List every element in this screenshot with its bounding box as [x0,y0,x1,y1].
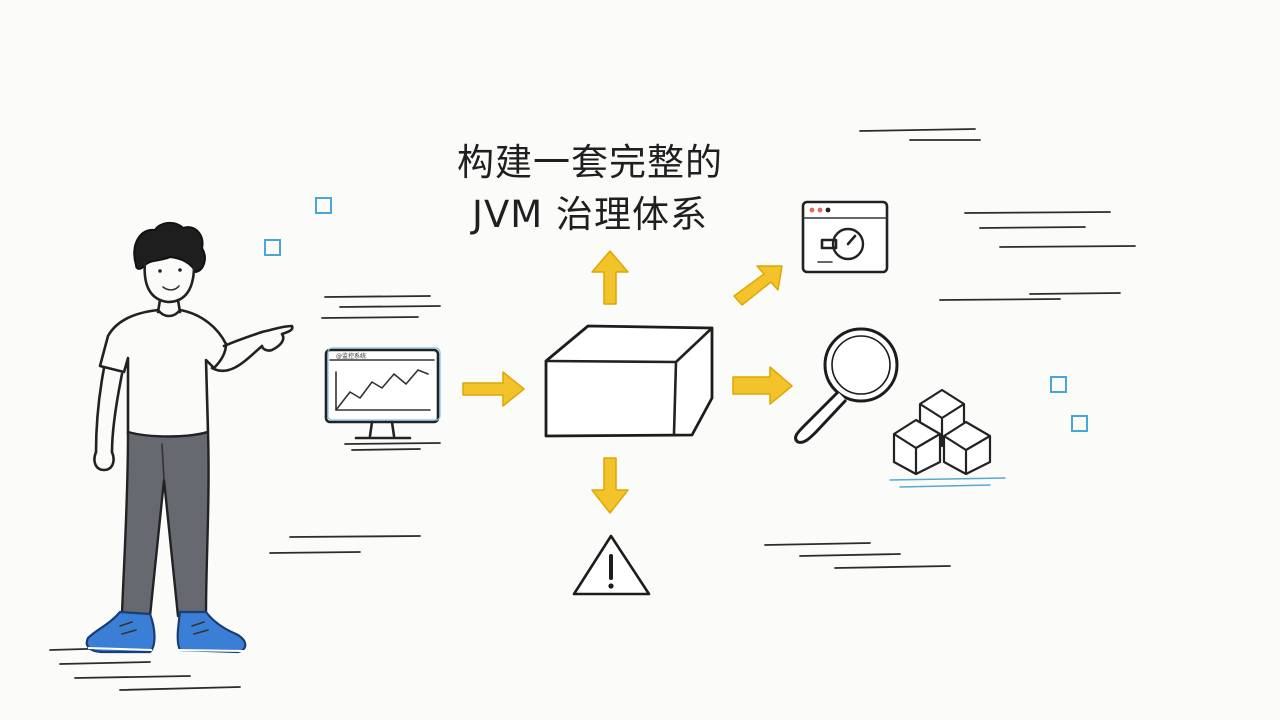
magnifier-icon [794,327,899,444]
dashboard-window-icon [801,200,889,274]
cubes-shadow [889,477,1006,488]
monitor-window-label: @监控系统 [336,352,366,360]
arrow-icon [591,457,629,514]
box-icon [544,324,714,438]
monitor-chart-icon [324,347,441,451]
decorative-squares [264,197,1088,432]
person-left-shoe [85,610,156,654]
arrow-icon [591,250,629,305]
stacked-cubes-icon [892,388,992,476]
arrow-icon [462,371,525,407]
warning-icon [572,534,651,596]
person-pants [120,430,210,618]
small-square-icon [1071,415,1088,432]
small-square-icon [315,197,332,214]
arrow-icon [733,265,783,306]
small-square-icon [264,239,281,256]
diagram-title-line-2: JVM 治理体系 [472,193,708,236]
person-hand [260,324,294,352]
person-shirt [98,308,228,439]
background-motion-lines [49,128,1136,691]
diagram-title-line-1: 构建一套完整的 [457,141,723,184]
person-right-shoe [176,610,247,654]
small-square-icon [1050,376,1067,393]
arrows [462,250,793,514]
arrow-icon [732,366,793,405]
person-pointing [85,222,294,654]
person-face [143,260,196,304]
